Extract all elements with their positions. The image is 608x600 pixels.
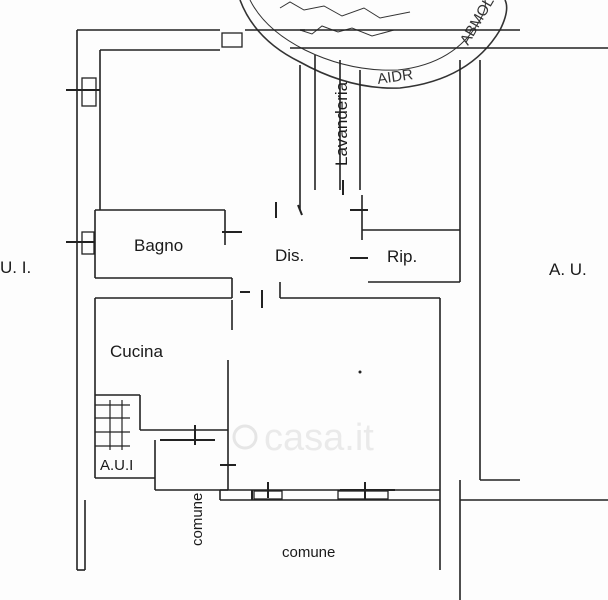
- seal-stamp: AIDR ABMOL: [239, 0, 508, 89]
- watermark-logo: casa.it: [232, 417, 374, 459]
- door-markers: [66, 89, 395, 500]
- label-rip: Rip.: [387, 247, 418, 266]
- label-bagno: Bagno: [134, 236, 184, 255]
- svg-text:casa.it: casa.it: [264, 417, 374, 459]
- label-dis: Dis.: [275, 246, 305, 265]
- label-au-small: A.U.I: [100, 457, 134, 474]
- label-comune-vertical: comune: [189, 492, 206, 546]
- label-au-left: U. I.: [0, 258, 32, 277]
- window-markers: [81, 32, 389, 500]
- label-lavanderia: Lavanderia: [332, 81, 351, 166]
- label-cucina: Cucina: [110, 342, 163, 361]
- stair-symbol: [95, 400, 130, 450]
- marker-dot: [358, 370, 362, 374]
- walls: [76, 29, 608, 600]
- svg-text:AIDR: AIDR: [376, 66, 414, 88]
- label-au-right: A. U.: [549, 260, 587, 279]
- label-comune-bottom: comune: [282, 544, 336, 561]
- svg-text:ABMOL: ABMOL: [457, 0, 498, 48]
